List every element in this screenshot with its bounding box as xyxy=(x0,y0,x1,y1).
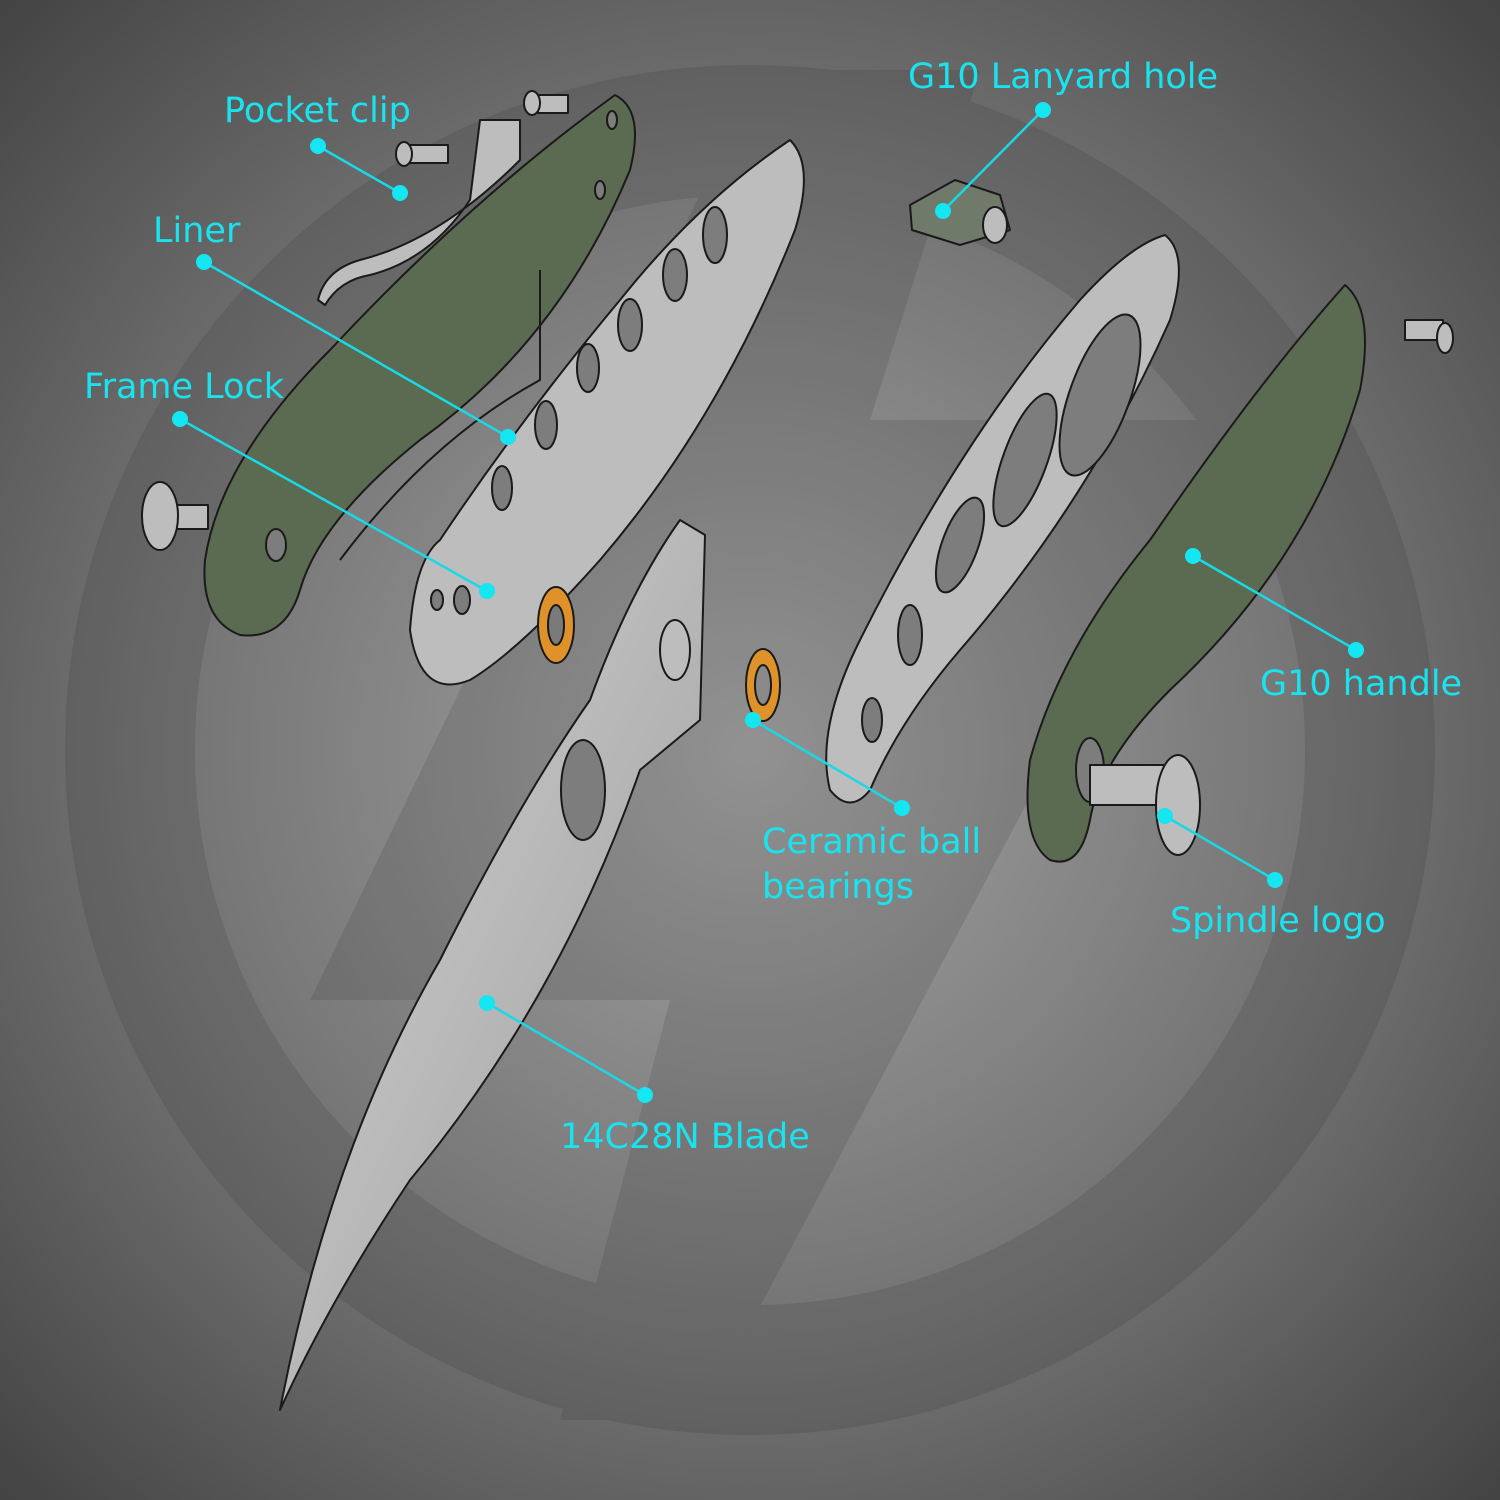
label-liner: Liner xyxy=(153,211,241,251)
ceramic-bearings xyxy=(537,586,781,722)
label-pocket-clip: Pocket clip xyxy=(224,91,411,131)
blade xyxy=(279,519,706,1411)
screws xyxy=(141,90,1454,551)
label-spindle-logo: Spindle logo xyxy=(1170,901,1386,941)
label-bearings-line1: Ceramic ball xyxy=(762,822,981,862)
watermark-logo xyxy=(65,65,1435,1435)
left-g10-handle xyxy=(203,94,636,637)
lanyard-bead xyxy=(909,179,1011,246)
label-frame-lock: Frame Lock xyxy=(84,367,285,407)
callouts xyxy=(172,102,1364,1103)
spindle xyxy=(1089,754,1201,856)
label-g10-handle: G10 handle xyxy=(1260,664,1462,704)
label-blade: 14C28N Blade xyxy=(560,1117,810,1157)
label-bearings-line2: bearings xyxy=(762,867,914,907)
right-liner xyxy=(825,234,1180,804)
label-lanyard-hole: G10 Lanyard hole xyxy=(908,57,1218,97)
pocket-clip xyxy=(317,119,521,306)
left-liner-frame-lock xyxy=(409,139,805,686)
